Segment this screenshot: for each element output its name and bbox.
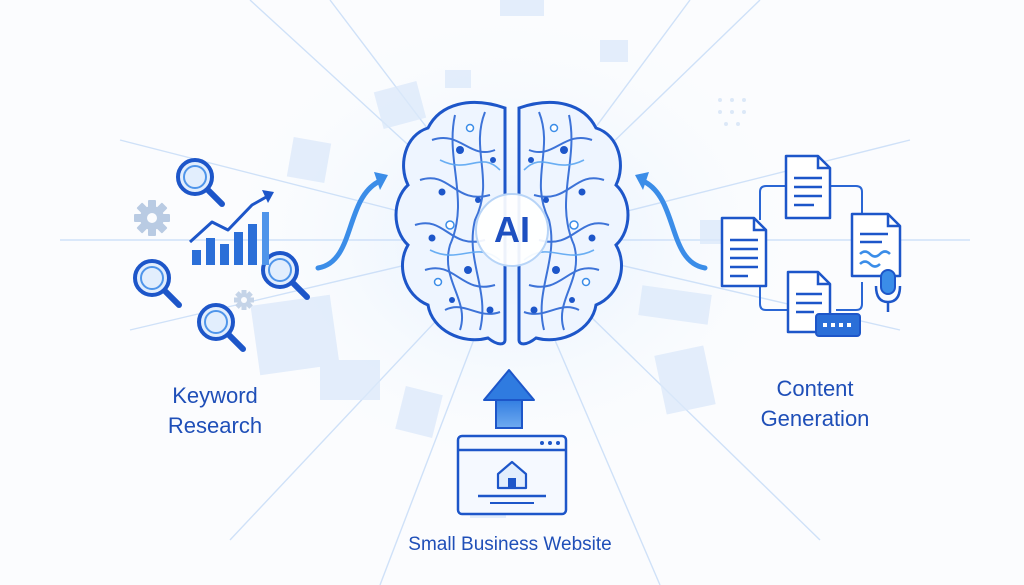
content-generation-label-line1: Content xyxy=(776,376,854,401)
bar-chart-icon xyxy=(188,190,274,265)
browser-home-icon xyxy=(456,434,568,516)
magnifier-icon xyxy=(176,158,225,207)
magnifier-icon xyxy=(197,303,246,352)
keyword-research-icons xyxy=(133,158,310,352)
document-icon xyxy=(850,212,902,278)
keyword-research-label: Keyword Research xyxy=(140,381,290,441)
dot-grid xyxy=(718,98,746,126)
arrow-left-to-ai xyxy=(315,172,388,271)
keyword-research-label-line1: Keyword xyxy=(172,383,258,408)
content-generation-label-line2: Generation xyxy=(760,406,870,431)
magnifier-icon xyxy=(261,251,310,300)
microphone-icon xyxy=(874,269,902,312)
ai-brain-icon xyxy=(394,100,630,346)
ai-label: AI xyxy=(494,209,530,250)
gear-icon xyxy=(234,290,254,310)
document-icon xyxy=(784,154,832,220)
arrow-website-to-ai xyxy=(483,369,535,429)
keyboard-icon xyxy=(815,313,861,337)
arrow-right-to-ai xyxy=(635,172,708,271)
keyword-research-label-line2: Research xyxy=(167,413,263,438)
magnifier-icon xyxy=(133,259,182,308)
content-generation-label: Content Generation xyxy=(740,374,890,434)
gear-icon xyxy=(134,200,170,236)
content-generation-icons xyxy=(720,154,902,337)
document-icon xyxy=(720,216,768,288)
small-business-website-label: Small Business Website xyxy=(408,534,612,555)
